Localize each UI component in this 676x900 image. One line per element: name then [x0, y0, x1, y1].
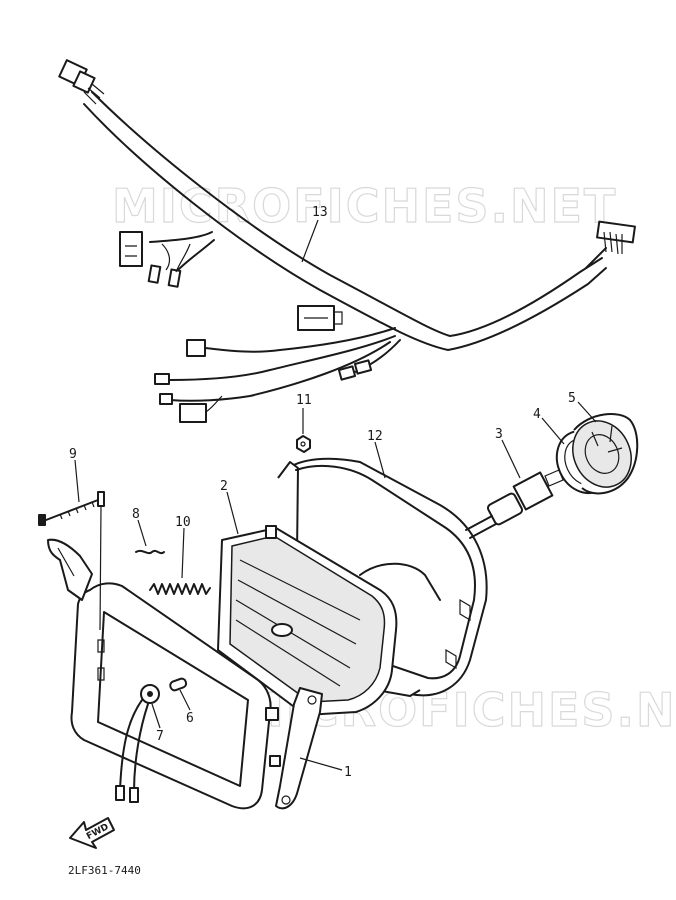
spring-clip [135, 549, 165, 555]
position-socket [115, 684, 160, 803]
bulb-cover [572, 413, 639, 495]
leader-6 [179, 689, 191, 711]
watermark-top: MICROFICHES.NET [112, 179, 617, 233]
callout-6: 6 [186, 711, 194, 726]
leader-7 [151, 703, 161, 729]
headlight-rim [47, 538, 323, 810]
leader-1 [299, 757, 343, 771]
callout-12: 12 [367, 429, 383, 444]
callout-11: 11 [296, 393, 312, 408]
callout-4: 4 [533, 407, 541, 422]
leader-3 [501, 439, 521, 479]
leader-5 [577, 401, 597, 423]
leader-4 [541, 417, 565, 445]
leader-12 [374, 441, 386, 479]
leader-10 [181, 527, 185, 579]
callout-13: 13 [312, 205, 328, 220]
leader-2 [226, 491, 239, 535]
callout-3: 3 [495, 427, 503, 442]
wire-harness [58, 59, 636, 423]
callout-10: 10 [175, 515, 191, 530]
leader-8 [137, 519, 147, 547]
sealed-beam-unit [217, 525, 398, 716]
mounting-bolt [38, 491, 105, 631]
callout-7: 7 [156, 729, 164, 744]
callout-1: 1 [344, 765, 352, 780]
leader-9 [74, 459, 80, 503]
leader-13 [301, 219, 319, 263]
position-bulb [169, 677, 188, 692]
adjusting-spring [149, 583, 211, 595]
headlight-bulb [465, 469, 564, 539]
callout-2: 2 [220, 479, 228, 494]
forward-arrow-icon: FWD [69, 817, 115, 849]
nut [296, 435, 311, 453]
callout-9: 9 [69, 447, 77, 462]
diagram-code: 2LF361-7440 [68, 864, 141, 877]
callout-8: 8 [132, 507, 140, 522]
callout-5: 5 [568, 391, 576, 406]
